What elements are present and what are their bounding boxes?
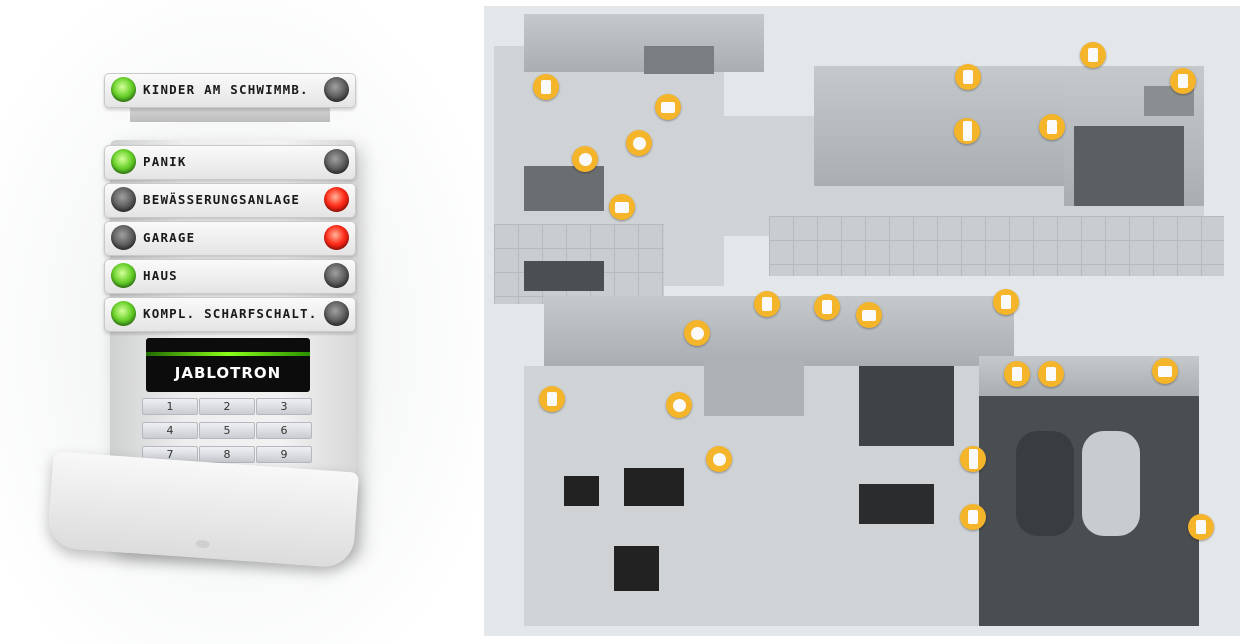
motion-detector-icon[interactable]	[539, 386, 565, 412]
key-4[interactable]: 4	[142, 422, 198, 439]
motion-detector-icon[interactable]	[1170, 68, 1196, 94]
status-led-left-icon	[111, 263, 136, 288]
segment-komplett[interactable]: KOMPL. SCHARFSCHALT.	[104, 297, 356, 332]
bed	[524, 166, 604, 211]
staircase-upper	[1074, 126, 1184, 206]
keypad-display: JABLOTRON	[146, 338, 310, 392]
upper-middle-wall	[814, 66, 1064, 186]
control-button-icon[interactable]	[324, 225, 349, 250]
motion-detector-icon[interactable]	[814, 294, 840, 320]
smoke-detector-icon[interactable]	[684, 320, 710, 346]
segment-top[interactable]: KINDER AM SCHWIMMB.	[104, 73, 356, 108]
segment-label: BEWÄSSERUNGSANLAGE	[143, 192, 301, 207]
door-contact-icon[interactable]	[954, 118, 980, 144]
key-3[interactable]: 3	[256, 398, 312, 415]
status-led-left-icon	[111, 187, 136, 212]
key-9[interactable]: 9	[256, 446, 312, 463]
lounge-chair	[614, 546, 659, 591]
key-8[interactable]: 8	[199, 446, 255, 463]
segment-label: GARAGE	[143, 230, 196, 245]
keypad-panel: KINDER AM SCHWIMMB. PANIK BEWÄSSERUNGSAN…	[0, 0, 480, 644]
key-1[interactable]: 1	[142, 398, 198, 415]
sofa	[624, 468, 684, 506]
motion-detector-icon[interactable]	[1188, 514, 1214, 540]
siren-icon[interactable]	[609, 194, 635, 220]
desk	[644, 46, 714, 74]
dining-table	[859, 484, 934, 524]
segment-panik[interactable]: PANIK	[104, 145, 356, 180]
key-5[interactable]: 5	[199, 422, 255, 439]
glass-break-detector-icon[interactable]	[626, 130, 652, 156]
siren-icon[interactable]	[856, 302, 882, 328]
display-status-strip	[146, 352, 310, 356]
flap-indicator	[195, 539, 210, 549]
car-silver	[1082, 431, 1140, 536]
motion-detector-icon[interactable]	[993, 289, 1019, 315]
stairs	[704, 361, 804, 416]
armchair	[564, 476, 599, 506]
motion-detector-icon[interactable]	[1080, 42, 1106, 68]
siren-icon[interactable]	[655, 94, 681, 120]
keypad-hinge	[130, 106, 330, 122]
siren-icon[interactable]	[1152, 358, 1178, 384]
motion-detector-icon[interactable]	[754, 291, 780, 317]
motion-detector-icon[interactable]	[1038, 361, 1064, 387]
segment-garage[interactable]: GARAGE	[104, 221, 356, 256]
segment-label: KOMPL. SCHARFSCHALT.	[143, 306, 318, 321]
motion-detector-icon[interactable]	[955, 64, 981, 90]
glass-break-detector-icon[interactable]	[666, 392, 692, 418]
door-contact-icon[interactable]	[960, 446, 986, 472]
table	[524, 261, 604, 291]
house-floor-plan	[484, 6, 1240, 636]
segment-label: HAUS	[143, 268, 178, 283]
shelf	[859, 366, 954, 446]
smoke-detector-icon[interactable]	[572, 146, 598, 172]
car-dark	[1016, 431, 1074, 536]
motion-detector-icon[interactable]	[1004, 361, 1030, 387]
control-button-icon[interactable]	[324, 263, 349, 288]
control-button-icon[interactable]	[324, 77, 349, 102]
smoke-detector-icon[interactable]	[706, 446, 732, 472]
status-led-left-icon	[111, 301, 136, 326]
key-6[interactable]: 6	[256, 422, 312, 439]
key-2[interactable]: 2	[199, 398, 255, 415]
motion-detector-icon[interactable]	[1039, 114, 1065, 140]
keypad-cover-flap[interactable]	[47, 451, 359, 569]
segment-bewaesserung[interactable]: BEWÄSSERUNGSANLAGE	[104, 183, 356, 218]
status-led-left-icon	[111, 149, 136, 174]
control-button-icon[interactable]	[324, 187, 349, 212]
motion-detector-icon[interactable]	[533, 74, 559, 100]
segment-label: PANIK	[143, 154, 187, 169]
segment-label: KINDER AM SCHWIMMB.	[143, 82, 309, 97]
segment-haus[interactable]: HAUS	[104, 259, 356, 294]
status-led-left-icon	[111, 225, 136, 250]
brand-logo: JABLOTRON	[174, 364, 282, 382]
upper-terrace	[769, 216, 1224, 276]
status-led-left-icon	[111, 77, 136, 102]
motion-detector-icon[interactable]	[960, 504, 986, 530]
control-button-icon[interactable]	[324, 149, 349, 174]
control-button-icon[interactable]	[324, 301, 349, 326]
